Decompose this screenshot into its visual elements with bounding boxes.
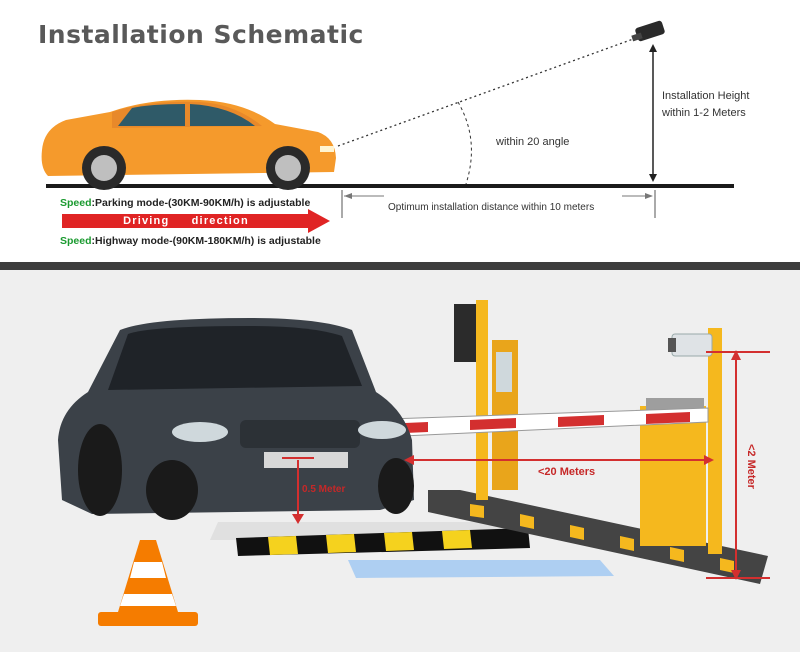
camera-post [708,328,722,554]
height-measure-label: 0.5 Meter [302,484,346,495]
camera-icon [631,20,665,42]
angle-label: within 20 angle [496,136,570,148]
parking-mode-text: Speed:Parking mode-(30KM-90KM/h) is adju… [60,197,311,209]
measurement-arrows [282,350,770,580]
orange-car-icon [41,99,336,190]
ticket-screen [496,352,512,392]
lpr-camera-icon [668,333,713,357]
highway-mode-text: Speed:Highway mode-(90KM-180KM/h) is adj… [60,235,321,247]
angle-arc [457,101,472,185]
driving-direction-arrowhead [308,209,330,233]
dark-car-icon [58,318,414,520]
speed-bump-stripes [268,530,472,555]
driving-direction-arrow [62,214,310,228]
distance-label: Optimum installation distance within 10 … [388,202,595,213]
blue-zone [348,560,614,578]
light-post [476,300,488,500]
section-divider [0,262,800,270]
island-stripes [470,504,734,573]
driving-direction-label: Driving direction [123,215,249,227]
vertical-measure-label: <2 Meter [745,444,757,489]
page-title: Installation Schematic [38,20,364,49]
traffic-cone-icon [98,540,198,626]
top-diagram [41,20,734,218]
barrier-cabinet [640,406,706,546]
width-measure-label: <20 Meters [538,466,596,478]
installation-height-label: Installation Height within 1-2 Meters [662,90,750,119]
ground-line [46,184,734,188]
